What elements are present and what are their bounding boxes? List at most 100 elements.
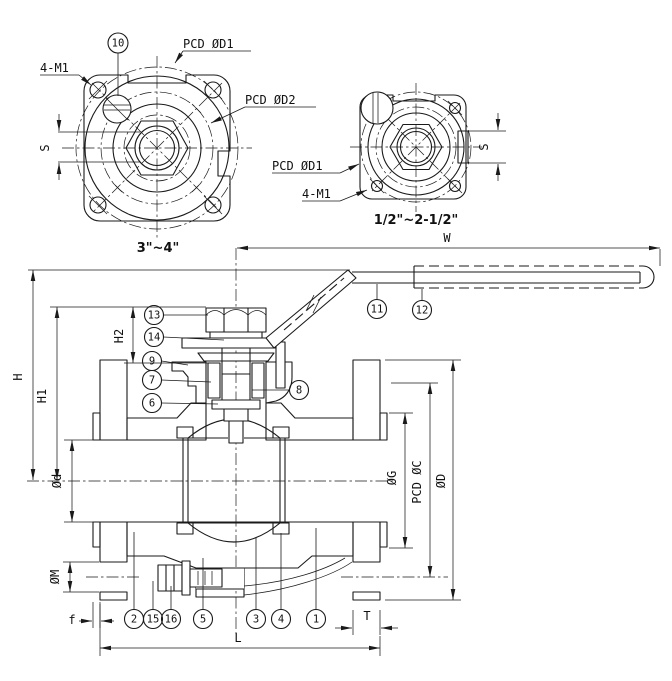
drain-bolt-head bbox=[157, 564, 183, 592]
label-bolt-spec-large: 4-M1 bbox=[40, 61, 92, 86]
seat-retainer bbox=[272, 426, 290, 439]
svg-text:5: 5 bbox=[200, 614, 206, 626]
svg-text:14: 14 bbox=[148, 332, 161, 344]
svg-text:10: 10 bbox=[112, 38, 125, 50]
svg-text:4: 4 bbox=[278, 614, 284, 626]
left-raised-face bbox=[92, 412, 101, 441]
drain-bolt-washer bbox=[181, 560, 191, 596]
stem-nut bbox=[205, 307, 267, 333]
packing-right bbox=[251, 362, 265, 399]
end-hexagon bbox=[389, 123, 443, 171]
balloon-1: 1 bbox=[305, 528, 327, 630]
svg-text:16: 16 bbox=[165, 614, 178, 626]
mounting-hole-item10 bbox=[102, 94, 132, 124]
svg-text:4-M1: 4-M1 bbox=[40, 61, 69, 75]
raised-face-circle bbox=[112, 103, 202, 193]
raised-face-circle bbox=[381, 112, 451, 182]
flange-square-outline bbox=[83, 74, 231, 222]
bore-counterbore-circle bbox=[134, 125, 180, 171]
dim-t-label: T bbox=[363, 609, 370, 623]
label-pcd-d1-large: PCD ØD1 bbox=[174, 37, 251, 64]
balloon-7: 7 bbox=[141, 369, 212, 391]
svg-text:PCD ØD1: PCD ØD1 bbox=[183, 37, 234, 51]
dim-h2-label: H2 bbox=[112, 329, 126, 343]
label-pcd-d1-small: PCD ØD1 bbox=[272, 159, 360, 174]
dim-h-label: H bbox=[11, 373, 25, 380]
bore-counterbore-circle bbox=[396, 127, 436, 167]
seat-retainer bbox=[176, 426, 194, 439]
svg-text:8: 8 bbox=[296, 385, 302, 397]
right-raised-face bbox=[379, 412, 388, 441]
balloon-12: 12 bbox=[411, 289, 433, 321]
seat-rings bbox=[182, 438, 286, 523]
bolt-holes bbox=[88, 80, 223, 215]
bore-circle bbox=[399, 130, 433, 164]
mounting-hole-item10-small bbox=[360, 91, 394, 125]
centerline-diagonal-2 bbox=[91, 82, 223, 214]
view-title-small: 1/2"~2-1/2" bbox=[374, 213, 459, 228]
sleeve-rounded-end bbox=[642, 265, 655, 289]
handle bbox=[181, 265, 655, 389]
bonnet-left-boss bbox=[171, 361, 207, 404]
label-pcd-d2-large: PCD ØD2 bbox=[210, 93, 316, 124]
gland-flange bbox=[197, 352, 275, 362]
dim-pcd-c-label: PCD ØC bbox=[410, 460, 424, 503]
dim-s-label: S bbox=[38, 144, 52, 151]
balloon-3: 3 bbox=[245, 538, 267, 630]
front-view-large-flange: S PCD ØD1 PCD ØD2 4-M1 10 3"~4" bbox=[38, 32, 316, 256]
dim-g-label: ØG bbox=[385, 471, 399, 485]
part-balloons: 13 14 9 7 6 8 11 12 2 15 16 5 3 4 1 bbox=[123, 284, 433, 630]
drain-bolt-shank bbox=[189, 568, 223, 588]
sleeve-hidden-edge-diagonal bbox=[283, 277, 345, 331]
balloon-13: 13 bbox=[143, 304, 208, 326]
balloon-5: 5 bbox=[192, 558, 214, 630]
svg-text:13: 13 bbox=[148, 310, 161, 322]
inner-pcd-circle bbox=[375, 106, 457, 188]
svg-text:9: 9 bbox=[149, 356, 155, 368]
handle-break-mark-2 bbox=[312, 296, 322, 314]
seat-retainer bbox=[272, 522, 290, 535]
body-joint-curve-2 bbox=[243, 557, 346, 587]
dim-s-small: S bbox=[462, 113, 506, 181]
section-view: W H H1 H2 Ød ØM f bbox=[11, 231, 661, 656]
dim-s-large: S bbox=[38, 114, 140, 180]
svg-text:15: 15 bbox=[147, 614, 160, 626]
pcd-d1-circle bbox=[360, 91, 472, 203]
svg-text:12: 12 bbox=[416, 305, 429, 317]
svg-text:11: 11 bbox=[371, 304, 384, 316]
balloon-9: 9 bbox=[141, 350, 189, 372]
svg-text:7: 7 bbox=[149, 375, 155, 387]
flange-square-outline bbox=[359, 94, 467, 200]
pcd-d1-circle bbox=[75, 66, 239, 230]
bolt-holes bbox=[369, 100, 463, 194]
stem-lower bbox=[223, 408, 249, 422]
label-bolt-spec-small: 4-M1 bbox=[302, 187, 368, 202]
stem-assembly bbox=[197, 307, 275, 444]
pcd-d2-circle bbox=[100, 91, 214, 205]
balloon-6: 6 bbox=[141, 392, 219, 414]
dim-bore-label: Ød bbox=[50, 474, 64, 488]
svg-text:PCD ØD2: PCD ØD2 bbox=[245, 93, 296, 107]
svg-text:4-M1: 4-M1 bbox=[302, 187, 331, 201]
handle-lock-tab bbox=[275, 341, 286, 389]
svg-text:6: 6 bbox=[149, 398, 155, 410]
dim-w-label: W bbox=[443, 231, 451, 245]
svg-text:PCD ØD1: PCD ØD1 bbox=[272, 159, 323, 173]
balloon-15: 15 bbox=[142, 581, 164, 630]
dim-s-label: S bbox=[477, 143, 491, 150]
svg-text:3: 3 bbox=[253, 614, 259, 626]
svg-text:2: 2 bbox=[131, 614, 137, 626]
stem-collar bbox=[211, 399, 261, 410]
flange-bolt-holes bbox=[100, 561, 380, 593]
body-circle bbox=[84, 75, 230, 221]
dim-h1-label: H1 bbox=[35, 389, 49, 403]
stem-tang bbox=[228, 420, 244, 444]
bonnet-right-boss bbox=[265, 361, 293, 404]
valve-body bbox=[92, 359, 388, 601]
seat-retainer bbox=[176, 522, 194, 535]
view-title-large: 3"~4" bbox=[137, 241, 180, 256]
balloon-8: 8 bbox=[252, 379, 310, 401]
dim-d-label: ØD bbox=[434, 474, 448, 488]
